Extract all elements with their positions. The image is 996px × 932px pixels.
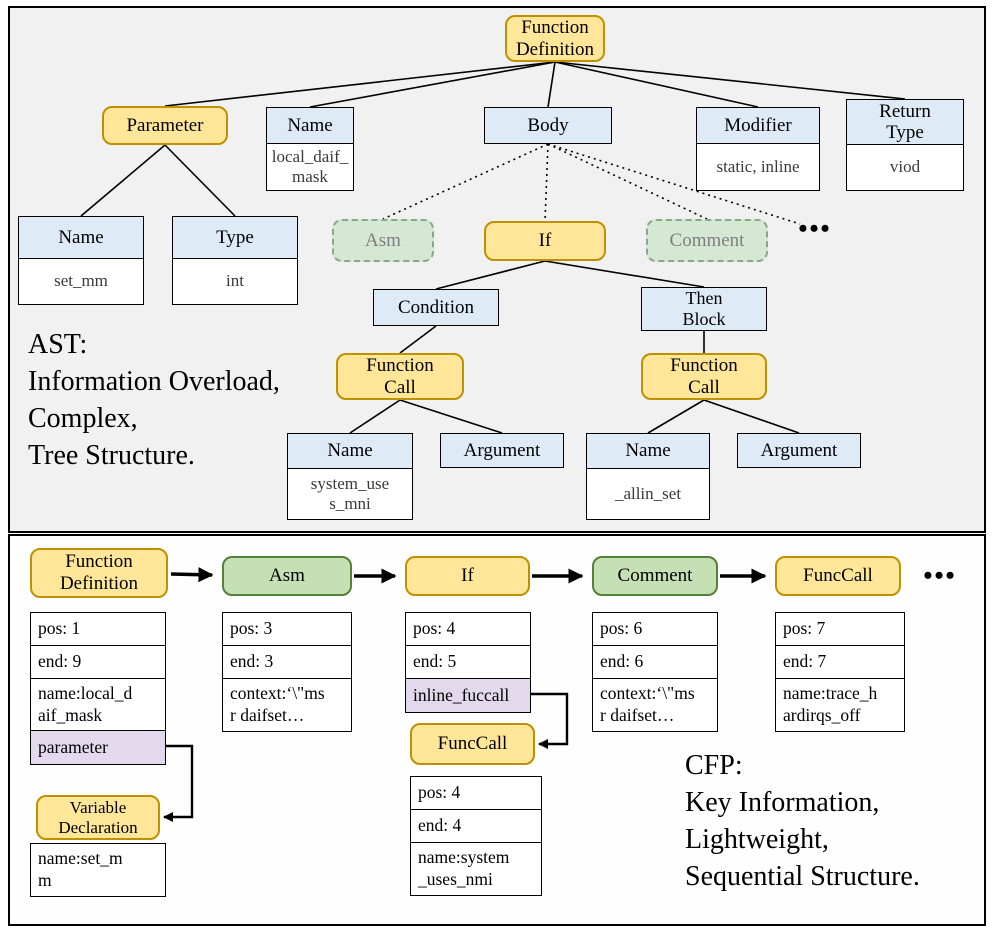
table-row: pos: 7 [776, 613, 904, 646]
ast-asm-node: Asm [332, 219, 434, 262]
table-row-parameter: parameter [31, 731, 165, 764]
ast-function-call-left-node: Function Call [336, 353, 464, 400]
ast-parameter-node: Parameter [102, 106, 228, 145]
cfp-comment-table: pos: 6 end: 6 context:‘\"ms r daifset… [592, 612, 718, 732]
table-row: pos: 6 [593, 613, 717, 646]
ast-function-call-right-node: Function Call [641, 353, 767, 400]
ast-fc-left-name-label: Name [288, 434, 412, 469]
ast-if-node: If [484, 221, 606, 261]
ast-param-name-value: set_mm [54, 271, 108, 291]
ast-param-type-node: Type int [172, 216, 298, 305]
ast-fc-right-name-value: _allin_set [614, 483, 682, 503]
ast-return-type-node: Return Type viod [846, 99, 964, 191]
table-row: context:‘\"ms r daifset… [230, 683, 325, 725]
ast-return-type-value: viod [889, 157, 921, 177]
table-row: name:trace_h ardirqs_off [783, 683, 878, 725]
cfp-funccall-node: FuncCall [775, 556, 901, 596]
ast-param-name-label: Name [19, 217, 143, 259]
cfp-variable-declaration-node: Variable Declaration [36, 795, 160, 840]
table-row-inline-fuccall: inline_fuccall [406, 679, 530, 712]
table-row: pos: 1 [31, 613, 165, 646]
cfp-caption: CFP: Key Information, Lightweight, Seque… [685, 750, 920, 892]
ast-fc-left-argument-node: Argument [440, 433, 564, 468]
cfp-asm-table: pos: 3 end: 3 context:‘\"ms r daifset… [222, 612, 352, 732]
ast-param-name-node: Name set_mm [18, 216, 144, 305]
cfp-if-funccall-node: FuncCall [410, 723, 535, 765]
ast-name-label: Name [267, 108, 353, 144]
cfp-comment-node: Comment [592, 556, 718, 596]
table-row: end: 9 [31, 646, 165, 679]
table-row: end: 6 [593, 646, 717, 679]
table-row: pos: 4 [411, 777, 541, 810]
table-row: end: 7 [776, 646, 904, 679]
ast-ellipsis: ••• [798, 214, 832, 243]
table-row: pos: 4 [406, 613, 530, 646]
ast-fc-right-name-label: Name [587, 434, 709, 469]
ast-fc-left-name-value: system_use s_mni [310, 473, 390, 513]
table-row: end: 5 [406, 646, 530, 679]
cfp-funccall-table: pos: 7 end: 7 name:trace_h ardirqs_off [775, 612, 905, 732]
ast-modifier-label: Modifier [697, 108, 819, 144]
cfp-if-node: If [405, 556, 530, 596]
cfp-function-definition-node: Function Definition [30, 548, 168, 598]
cfp-if-table: pos: 4 end: 5 inline_fuccall [405, 612, 531, 713]
table-row: end: 3 [223, 646, 351, 679]
table-row: context:‘\"ms r daifset… [600, 683, 695, 725]
ast-fc-right-argument-node: Argument [737, 433, 861, 468]
ast-name-value: local_daif_ mask [271, 146, 349, 186]
cfp-vardecl-table: name:set_m m [30, 843, 166, 897]
cfp-asm-node: Asm [222, 556, 352, 596]
ast-root-node: Function Definition [505, 15, 605, 62]
cfp-ellipsis: ••• [923, 561, 957, 590]
ast-return-type-label: Return Type [847, 100, 963, 145]
ast-body-node: Body [484, 107, 612, 144]
ast-param-type-label: Type [173, 217, 297, 259]
table-row: end: 4 [411, 810, 541, 843]
table-row: name:system _uses_nmi [418, 847, 510, 889]
ast-then-block-node: Then Block [641, 287, 767, 331]
ast-modifier-node: Modifier static, inline [696, 107, 820, 191]
ast-fc-left-name-node: Name system_use s_mni [287, 433, 413, 520]
ast-name-node: Name local_daif_ mask [266, 107, 354, 191]
ast-caption: AST: Information Overload, Complex, Tree… [28, 329, 280, 471]
ast-param-type-value: int [226, 271, 244, 291]
table-row: pos: 3 [223, 613, 351, 646]
ast-comment-node: Comment [646, 219, 768, 262]
ast-fc-right-name-node: Name _allin_set [586, 433, 710, 520]
cfp-fd-table: pos: 1 end: 9 name:local_d aif_mask para… [30, 612, 166, 765]
table-row: name:set_m m [38, 848, 123, 890]
cfp-if-funccall-table: pos: 4 end: 4 name:system _uses_nmi [410, 776, 542, 896]
ast-condition-node: Condition [373, 289, 499, 326]
ast-modifier-value: static, inline [716, 156, 800, 176]
table-row: name:local_d aif_mask [31, 679, 165, 731]
